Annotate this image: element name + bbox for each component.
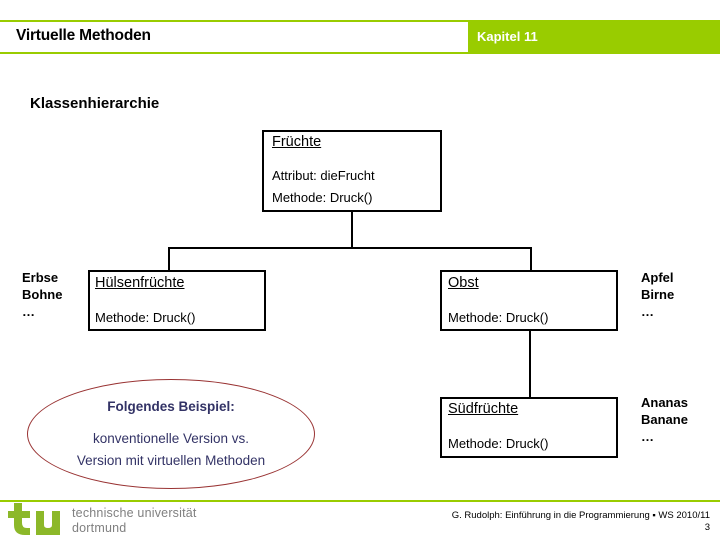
tu-dortmund-logo-icon — [8, 503, 60, 535]
connector-to-obst — [530, 247, 532, 271]
callout-title: Folgendes Beispiel: — [107, 399, 235, 414]
instance-list-obst: Apfel Birne … — [641, 269, 699, 320]
class-name-obst: Obst — [448, 275, 479, 291]
university-wordmark: technische universität dortmund — [72, 506, 197, 536]
connector-obst-to-suedfruechte — [529, 331, 531, 398]
footer-rule — [0, 500, 720, 502]
university-line-1: technische universität — [72, 506, 197, 520]
university-line-2: dortmund — [72, 521, 127, 535]
instance-item: … — [641, 304, 654, 319]
chapter-label: Kapitel 11 — [477, 29, 538, 44]
class-method-obst: Methode: Druck() — [448, 310, 549, 325]
class-name-fruechte: Früchte — [272, 134, 322, 150]
instance-item: Ananas — [641, 395, 688, 410]
class-box-suedfruechte[interactable] — [440, 397, 618, 458]
class-box-fruechte[interactable] — [262, 130, 442, 212]
instance-list-huelsenfruechte: Erbse Bohne … — [22, 269, 86, 320]
header-title-box — [0, 22, 468, 52]
callout-body-line-1: konventionelle Version vs. — [92, 431, 250, 446]
callout-ellipse — [27, 379, 315, 489]
class-box-obst[interactable] — [440, 270, 618, 331]
connector-root-stem — [351, 212, 353, 248]
instance-list-suedfruechte: Ananas Banane … — [641, 394, 693, 445]
instance-item: … — [22, 304, 35, 319]
connector-horizontal-bus — [168, 247, 532, 249]
class-name-huelsenfruechte: Hülsenfrüchte — [95, 275, 185, 291]
footer-page-number: 3 — [704, 522, 710, 533]
class-box-huelsenfruechte[interactable] — [88, 270, 266, 331]
class-method-huelsenfruechte: Methode: Druck() — [95, 310, 196, 325]
instance-item: Bohne — [22, 287, 63, 302]
callout-body-line-2: Version mit virtuellen Methoden — [76, 453, 266, 468]
class-attribute-fruechte: Attribut: dieFrucht — [272, 168, 375, 183]
callout-body: konventionelle Version vs. Version mit v… — [15, 428, 327, 472]
slide-heading: Klassenhierarchie — [30, 95, 160, 112]
footer-credit: G. Rudolph: Einführung in die Programmie… — [451, 510, 710, 521]
page-title: Virtuelle Methoden — [16, 27, 151, 44]
connector-to-huelsenfruechte — [168, 247, 170, 271]
instance-item: Birne — [641, 287, 675, 302]
instance-item: Apfel — [641, 270, 674, 285]
instance-item: Banane — [641, 412, 688, 427]
class-method-fruechte: Methode: Druck() — [272, 190, 373, 205]
class-name-suedfruechte: Südfrüchte — [448, 401, 519, 417]
class-method-suedfruechte: Methode: Druck() — [448, 436, 549, 451]
instance-item: Erbse — [22, 270, 59, 285]
instance-item: … — [641, 429, 654, 444]
